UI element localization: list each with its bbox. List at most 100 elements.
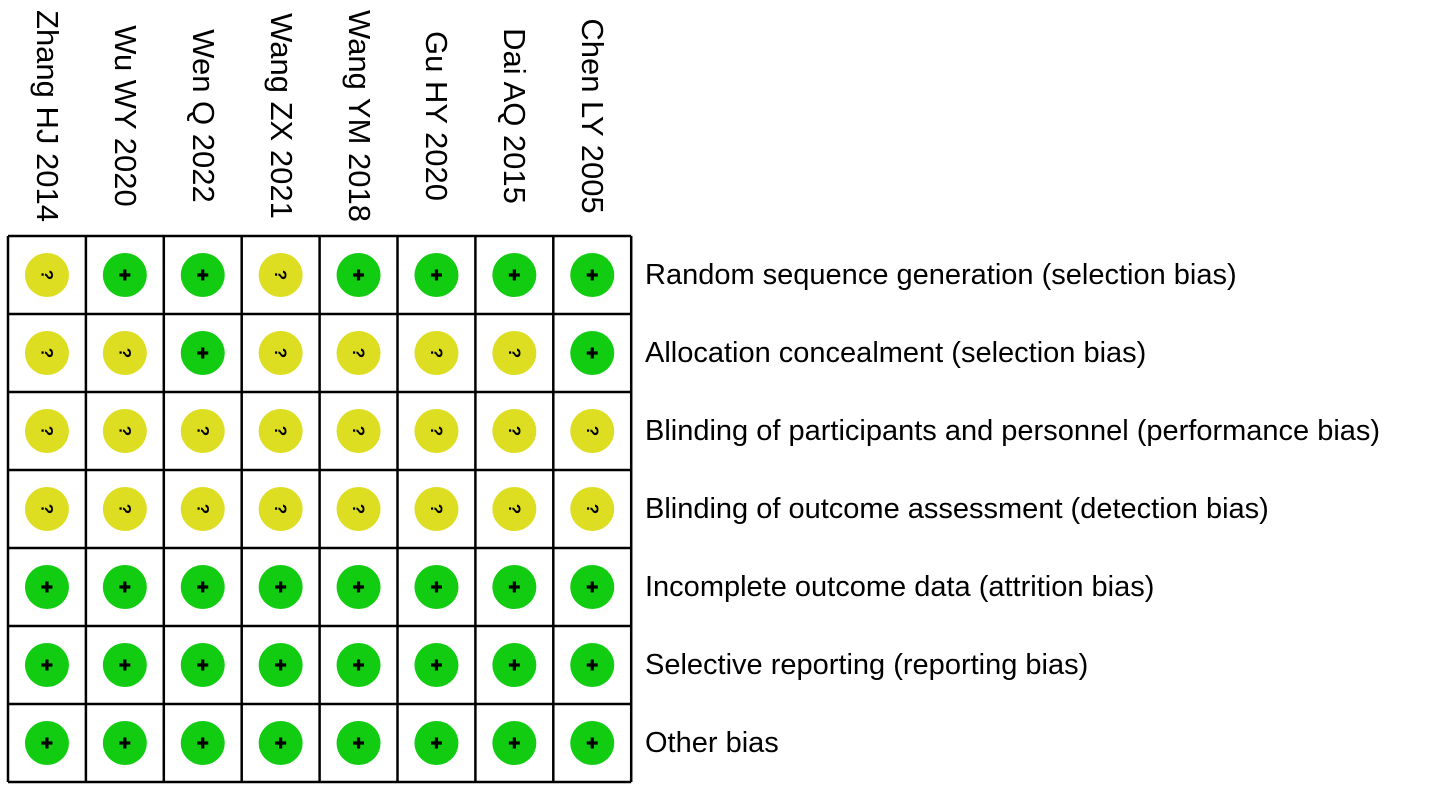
- unclear-risk-marker: ?: [414, 487, 459, 531]
- low-risk-marker: [258, 721, 303, 765]
- plus-icon: [353, 269, 365, 281]
- plus-icon: [119, 659, 131, 671]
- low-risk-marker: [336, 253, 381, 297]
- plus-icon: [430, 659, 442, 671]
- low-risk-marker: [180, 565, 225, 609]
- low-risk-marker: [570, 565, 615, 609]
- question-mark-symbol: ?: [505, 504, 524, 514]
- plus-icon: [119, 737, 131, 749]
- question-mark-symbol: ?: [193, 426, 212, 436]
- low-risk-marker: [24, 721, 69, 765]
- unclear-risk-marker: ?: [336, 331, 381, 375]
- plus-icon: [353, 659, 365, 671]
- low-risk-marker: [414, 721, 459, 765]
- unclear-risk-marker: ?: [570, 487, 615, 531]
- unclear-risk-marker: ?: [336, 409, 381, 453]
- plus-icon: [508, 269, 520, 281]
- question-mark-symbol: ?: [349, 426, 368, 436]
- domain-label: Selective reporting (reporting bias): [645, 649, 1089, 681]
- domain-label: Blinding of outcome assessment (detectio…: [645, 493, 1269, 525]
- low-risk-marker: [336, 721, 381, 765]
- plus-icon: [586, 659, 598, 671]
- low-risk-marker: [180, 721, 225, 765]
- domain-label: Incomplete outcome data (attrition bias): [645, 571, 1155, 603]
- question-mark-symbol: ?: [115, 426, 134, 436]
- plus-icon: [430, 737, 442, 749]
- plus-icon: [586, 347, 598, 359]
- unclear-risk-marker: ?: [258, 253, 303, 297]
- low-risk-marker: [180, 331, 225, 375]
- low-risk-marker: [336, 643, 381, 687]
- question-mark-symbol: ?: [349, 348, 368, 358]
- low-risk-marker: [24, 643, 69, 687]
- study-label: Wen Q 2022: [178, 8, 228, 223]
- study-label: Chen LY 2005: [567, 8, 617, 223]
- unclear-risk-marker: ?: [336, 487, 381, 531]
- question-mark-symbol: ?: [271, 270, 290, 280]
- study-label: Gu HY 2020: [411, 8, 461, 223]
- study-label-text: Chen LY 2005: [575, 17, 611, 214]
- unclear-risk-marker: ?: [24, 409, 69, 453]
- unclear-risk-marker: ?: [24, 331, 69, 375]
- unclear-risk-marker: ?: [258, 409, 303, 453]
- domain-label: Other bias: [645, 727, 779, 759]
- plus-icon: [586, 269, 598, 281]
- plus-icon: [275, 659, 287, 671]
- low-risk-marker: [102, 643, 147, 687]
- question-mark-symbol: ?: [193, 504, 212, 514]
- question-mark-symbol: ?: [427, 426, 446, 436]
- question-mark-symbol: ?: [37, 426, 56, 436]
- plus-icon: [508, 581, 520, 593]
- plus-icon: [586, 581, 598, 593]
- unclear-risk-marker: ?: [102, 487, 147, 531]
- unclear-risk-marker: ?: [102, 409, 147, 453]
- study-label-text: Wu WY 2020: [107, 24, 143, 207]
- plus-icon: [41, 659, 53, 671]
- low-risk-marker: [102, 253, 147, 297]
- low-risk-marker: [570, 721, 615, 765]
- plus-icon: [353, 581, 365, 593]
- unclear-risk-marker: ?: [570, 409, 615, 453]
- question-mark-symbol: ?: [37, 270, 56, 280]
- question-mark-symbol: ?: [115, 504, 134, 514]
- plus-icon: [197, 659, 209, 671]
- low-risk-marker: [258, 565, 303, 609]
- unclear-risk-marker: ?: [414, 409, 459, 453]
- low-risk-marker: [492, 253, 537, 297]
- low-risk-marker: [414, 565, 459, 609]
- question-mark-symbol: ?: [271, 504, 290, 514]
- unclear-risk-marker: ?: [492, 409, 537, 453]
- question-mark-symbol: ?: [505, 426, 524, 436]
- low-risk-marker: [570, 253, 615, 297]
- domain-label: Random sequence generation (selection bi…: [645, 259, 1237, 291]
- question-mark-symbol: ?: [37, 504, 56, 514]
- low-risk-marker: [102, 721, 147, 765]
- unclear-risk-marker: ?: [258, 331, 303, 375]
- study-label-text: Zhang HJ 2014: [29, 9, 65, 222]
- plus-icon: [197, 347, 209, 359]
- plus-icon: [119, 269, 131, 281]
- low-risk-marker: [102, 565, 147, 609]
- plus-icon: [275, 581, 287, 593]
- low-risk-marker: [414, 253, 459, 297]
- unclear-risk-marker: ?: [258, 487, 303, 531]
- plus-icon: [430, 581, 442, 593]
- low-risk-marker: [180, 643, 225, 687]
- unclear-risk-marker: ?: [492, 487, 537, 531]
- plus-icon: [197, 581, 209, 593]
- plus-icon: [197, 737, 209, 749]
- plus-icon: [275, 737, 287, 749]
- question-mark-symbol: ?: [271, 348, 290, 358]
- low-risk-marker: [180, 253, 225, 297]
- unclear-risk-marker: ?: [180, 409, 225, 453]
- study-label: Zhang HJ 2014: [22, 8, 72, 223]
- domain-label: Allocation concealment (selection bias): [645, 337, 1147, 369]
- question-mark-symbol: ?: [271, 426, 290, 436]
- study-label-text: Wang YM 2018: [341, 9, 377, 222]
- plus-icon: [508, 737, 520, 749]
- low-risk-marker: [492, 643, 537, 687]
- low-risk-marker: [336, 565, 381, 609]
- study-label: Dai AQ 2015: [489, 8, 539, 223]
